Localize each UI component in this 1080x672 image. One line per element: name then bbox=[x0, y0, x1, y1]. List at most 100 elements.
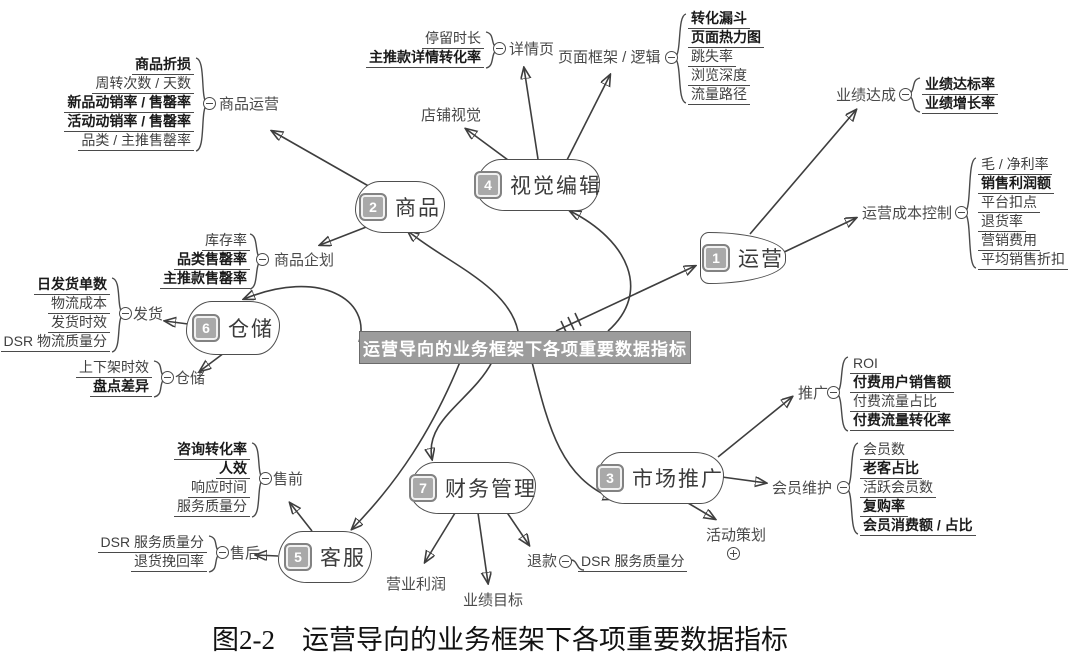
node-kefu[interactable]: 5 客服 bbox=[278, 531, 372, 583]
metric-item[interactable]: 咨询转化率 bbox=[174, 441, 250, 460]
topic-chengben-kongzhi[interactable]: 运营成本控制 bbox=[862, 205, 953, 222]
metric-item[interactable]: 活跃会员数 bbox=[860, 479, 936, 498]
node-caiwu[interactable]: 7 财务管理 bbox=[409, 462, 536, 514]
node-shangpin[interactable]: 2 商品 bbox=[355, 181, 445, 233]
metric-item[interactable]: 平台扣点 bbox=[978, 194, 1040, 213]
topic-yemian-kuangjia[interactable]: 页面框架 / 逻辑 bbox=[558, 49, 661, 66]
edge-kefu-to-shouhou bbox=[256, 555, 279, 556]
figure-caption: 图2-2 运营导向的业务框架下各项重要数据指标 bbox=[212, 625, 788, 655]
topic-yeji-dacheng[interactable]: 业绩达成 bbox=[836, 87, 897, 104]
metric-item[interactable]: 日发货单数 bbox=[34, 276, 110, 295]
collapse-toggle-icon[interactable] bbox=[493, 42, 506, 55]
list-shouqian: 咨询转化率 人效 响应时间 服务质量分 bbox=[174, 441, 250, 517]
topic-shouqian[interactable]: 售前 bbox=[273, 471, 304, 488]
metric-item[interactable]: 主推款详情转化率 bbox=[366, 49, 484, 68]
metric-item[interactable]: 主推款售罄率 bbox=[160, 270, 250, 289]
topic-yeji-mubiao[interactable]: 业绩目标 bbox=[463, 592, 524, 609]
metric-item[interactable]: 业绩增长率 bbox=[922, 95, 998, 114]
node-label: 运营 bbox=[738, 248, 784, 271]
central-topic[interactable]: 运营导向的业务框架下各项重要数据指标 bbox=[359, 331, 691, 364]
collapse-toggle-icon[interactable] bbox=[559, 555, 572, 568]
edge-shijue-to-dianpu-shijue bbox=[466, 129, 513, 164]
metric-item[interactable]: 服务质量分 bbox=[174, 498, 250, 517]
metric-item[interactable]: 会员消费额 / 占比 bbox=[860, 517, 976, 536]
metric-item[interactable]: DSR 服务质量分 bbox=[97, 534, 207, 553]
metric-item[interactable]: 销售利润额 bbox=[978, 175, 1054, 194]
metric-item[interactable]: 转化漏斗 bbox=[688, 10, 750, 29]
metric-item[interactable]: 老客占比 bbox=[860, 460, 922, 479]
edge-caiwu-to-tuikuan bbox=[505, 510, 529, 545]
node-number-badge: 6 bbox=[192, 314, 220, 342]
metric-item[interactable]: 商品折损 bbox=[132, 56, 194, 75]
node-label: 仓储 bbox=[228, 318, 274, 341]
metric-item[interactable]: ROI bbox=[850, 355, 881, 374]
topic-shouhou[interactable]: 售后 bbox=[230, 545, 261, 562]
collapse-toggle-icon[interactable] bbox=[827, 386, 840, 399]
collapse-toggle-icon[interactable] bbox=[203, 97, 216, 110]
metric-item[interactable]: 周转次数 / 天数 bbox=[92, 75, 194, 94]
edge-shichang-to-huiyuan bbox=[721, 476, 766, 483]
topic-cangchu-sub[interactable]: 仓储 bbox=[175, 370, 206, 387]
metric-item[interactable]: 毛 / 净利率 bbox=[978, 156, 1052, 175]
topic-tuikuan[interactable]: 退款 bbox=[527, 553, 558, 570]
metric-item[interactable]: 流量路径 bbox=[688, 86, 750, 105]
list-fahuo: 日发货单数 物流成本 发货时效 DSR 物流质量分 bbox=[0, 276, 110, 352]
edge-caiwu-to-yeji-mubiao bbox=[477, 512, 488, 583]
collapse-toggle-icon[interactable] bbox=[256, 253, 269, 266]
metric-item[interactable]: 新品动销率 / 售罄率 bbox=[64, 94, 194, 113]
collapse-toggle-icon[interactable] bbox=[899, 88, 912, 101]
topic-huodong-cehua[interactable]: 活动策划 bbox=[706, 527, 767, 544]
metric-item[interactable]: 跳失率 bbox=[688, 48, 736, 67]
metric-item[interactable]: 发货时效 bbox=[48, 314, 110, 333]
edge-caiwu-to-yingye-lirun bbox=[425, 512, 456, 562]
metric-item[interactable]: 浏览深度 bbox=[688, 67, 750, 86]
collapse-toggle-icon[interactable] bbox=[837, 481, 850, 494]
topic-tuiguang[interactable]: 推广 bbox=[798, 385, 829, 402]
metric-item[interactable]: 退货率 bbox=[978, 213, 1026, 232]
metric-item[interactable]: 品类售罄率 bbox=[174, 251, 250, 270]
metric-item[interactable]: 盘点差异 bbox=[90, 378, 152, 397]
metric-item[interactable]: 付费流量转化率 bbox=[850, 412, 954, 431]
topic-huiyuan-weihu[interactable]: 会员维护 bbox=[772, 480, 833, 497]
collapse-toggle-icon[interactable] bbox=[665, 51, 678, 64]
edge-center-to-shijue bbox=[570, 211, 632, 332]
metric-item[interactable]: 付费用户销售额 bbox=[850, 374, 954, 393]
metric-item[interactable]: DSR 物流质量分 bbox=[0, 333, 110, 352]
metric-item[interactable]: 业绩达标率 bbox=[922, 76, 998, 95]
topic-fahuo[interactable]: 发货 bbox=[133, 306, 164, 323]
node-cangchu[interactable]: 6 仓储 bbox=[186, 301, 280, 355]
metric-item[interactable]: 页面热力图 bbox=[688, 29, 764, 48]
metric-item[interactable]: 物流成本 bbox=[48, 295, 110, 314]
topic-yingye-lirun[interactable]: 营业利润 bbox=[386, 576, 447, 593]
metric-item[interactable]: 库存率 bbox=[202, 232, 250, 251]
node-shijue[interactable]: 4 视觉编辑 bbox=[474, 159, 602, 211]
metric-item[interactable]: 响应时间 bbox=[188, 479, 250, 498]
topic-shangpin-qihua[interactable]: 商品企划 bbox=[274, 252, 335, 269]
collapse-toggle-icon[interactable] bbox=[216, 546, 229, 559]
list-shangpin-qihua: 库存率 品类售罄率 主推款售罄率 bbox=[160, 232, 250, 289]
metric-item[interactable]: DSR 服务质量分 bbox=[578, 553, 688, 572]
metric-item[interactable]: 付费流量占比 bbox=[850, 393, 940, 412]
collapse-toggle-icon[interactable] bbox=[259, 472, 272, 485]
metric-item[interactable]: 活动动销率 / 售罄率 bbox=[64, 113, 194, 132]
metric-item[interactable]: 营销费用 bbox=[978, 232, 1040, 251]
metric-item[interactable]: 退货挽回率 bbox=[131, 553, 207, 572]
metric-item[interactable]: 会员数 bbox=[860, 441, 908, 460]
topic-xiangqingye[interactable]: 详情页 bbox=[509, 41, 555, 58]
expand-toggle-icon[interactable] bbox=[727, 547, 740, 560]
metric-item[interactable]: 人效 bbox=[216, 460, 250, 479]
metric-item[interactable]: 上下架时效 bbox=[76, 359, 152, 378]
collapse-toggle-icon[interactable] bbox=[955, 206, 968, 219]
node-label: 客服 bbox=[320, 547, 366, 570]
metric-item[interactable]: 复购率 bbox=[860, 498, 908, 517]
hash-marks bbox=[574, 312, 582, 327]
metric-item[interactable]: 平均销售折扣 bbox=[978, 251, 1068, 270]
topic-shangpin-yunying[interactable]: 商品运营 bbox=[219, 96, 280, 113]
node-shichang[interactable]: 3 市场推广 bbox=[596, 452, 724, 504]
node-label: 视觉编辑 bbox=[510, 175, 602, 198]
metric-item[interactable]: 品类 / 主推售罄率 bbox=[78, 132, 194, 151]
topic-dianpu-shijue[interactable]: 店铺视觉 bbox=[421, 107, 482, 124]
collapse-toggle-icon[interactable] bbox=[119, 307, 132, 320]
collapse-toggle-icon[interactable] bbox=[161, 371, 174, 384]
metric-item[interactable]: 停留时长 bbox=[422, 30, 484, 49]
